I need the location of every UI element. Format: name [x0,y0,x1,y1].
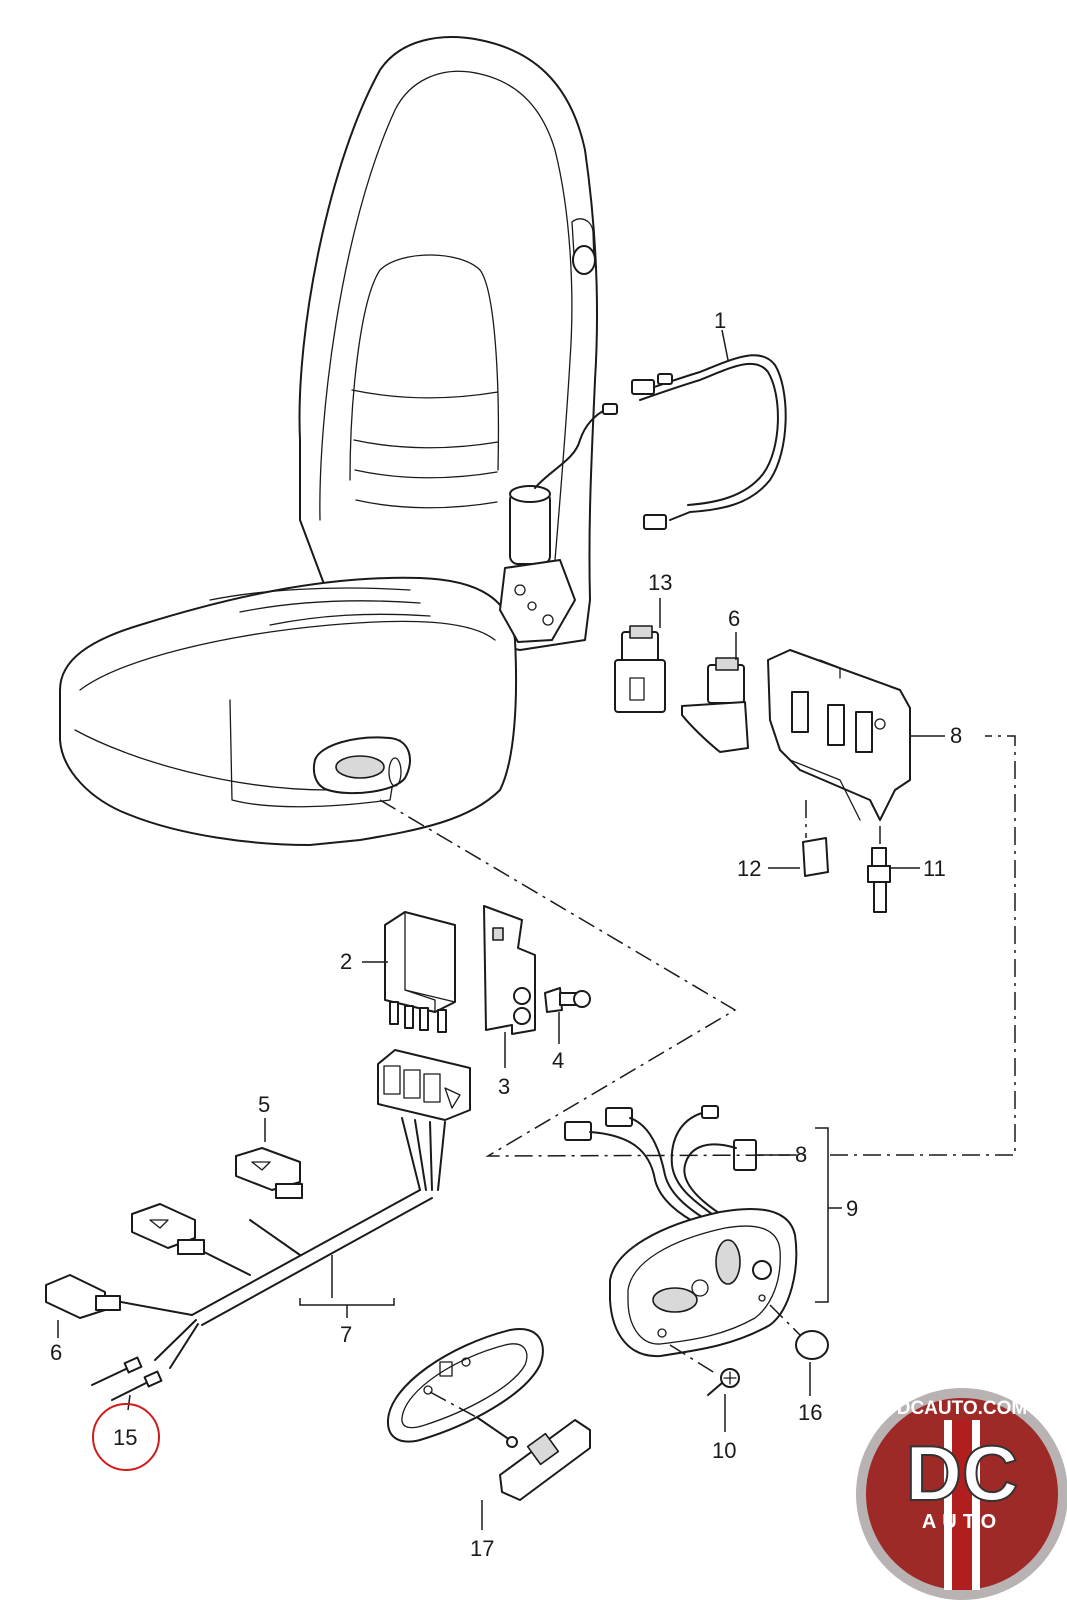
part-6-connector-upper [681,632,749,753]
callout-15-highlight-circle [92,1403,160,1471]
callout-7: 7 [340,1322,352,1347]
part-1-cable [602,329,787,530]
part-10-screw [669,1344,740,1432]
callout-6-upper: 6 [728,606,740,631]
part-3-bracket [483,905,536,1068]
callout-13: 13 [648,570,672,595]
callout-2: 2 [340,949,352,974]
part-12-clip [768,800,829,877]
logo-main-text: DC [906,1429,1019,1517]
part-17-trim [386,1327,591,1530]
part-2-relay [362,911,456,1033]
callout-12: 12 [737,856,761,881]
part-7-harness [45,1049,471,1369]
dcauto-logo: DCAUTO.COM DC AUTO [856,1388,1067,1600]
logo-sub-text: AUTO [922,1511,1002,1533]
part-8-holder [767,649,945,821]
callout-16: 16 [798,1400,822,1425]
logo-top-text: DCAUTO.COM [897,1398,1028,1419]
callout-8-lower: 8 [795,1142,807,1167]
callout-15: 15 [113,1425,137,1450]
callout-9: 9 [846,1196,858,1221]
callout-10: 10 [712,1438,736,1463]
part-13-connector [614,598,666,713]
callout-6-lower: 6 [50,1340,62,1365]
seat-illustration [59,36,606,846]
callout-11: 11 [923,856,946,881]
callout-17: 17 [470,1536,494,1561]
callout-3: 3 [498,1074,510,1099]
callout-5: 5 [258,1092,270,1117]
callout-8-upper: 8 [950,723,962,748]
callout-labels: 1 13 6 8 12 11 2 3 4 5 8 9 6 7 10 16 17 … [50,308,962,1561]
part-11-terminal [867,826,920,913]
part-15-pins [91,1356,163,1411]
part-16-cap [769,1304,829,1396]
callout-1: 1 [714,308,726,333]
callout-4: 4 [552,1048,564,1073]
part-4-rivet [544,987,591,1044]
part-9-switch-assembly [564,1105,842,1358]
reference-lines [379,735,1016,1157]
